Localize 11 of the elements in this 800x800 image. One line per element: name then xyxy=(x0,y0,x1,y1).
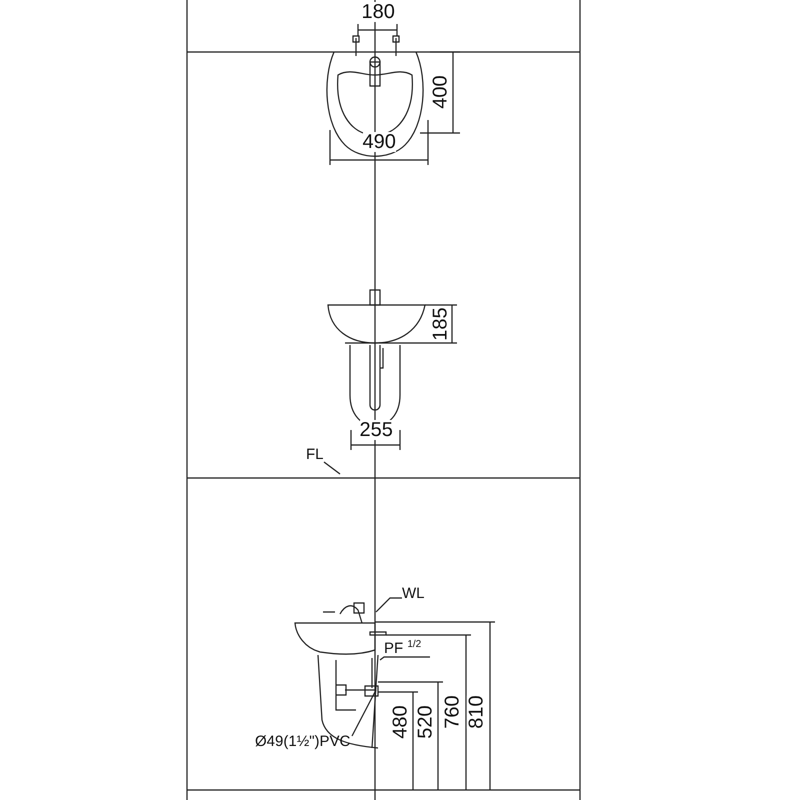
leader-line xyxy=(380,656,430,660)
callout-label: Ø49(1½")PVC xyxy=(255,734,350,749)
callout-label: FL xyxy=(306,447,324,462)
callout-label: PF $^{1/2}$ xyxy=(384,640,422,656)
leader-line xyxy=(376,597,402,612)
dimension-label: 255 xyxy=(360,420,393,440)
dimension-label: 180 xyxy=(362,2,395,22)
leader-line xyxy=(324,462,340,474)
leader-line xyxy=(351,690,377,736)
dimension-label: 490 xyxy=(362,132,396,152)
callout-label: WL xyxy=(402,586,424,601)
